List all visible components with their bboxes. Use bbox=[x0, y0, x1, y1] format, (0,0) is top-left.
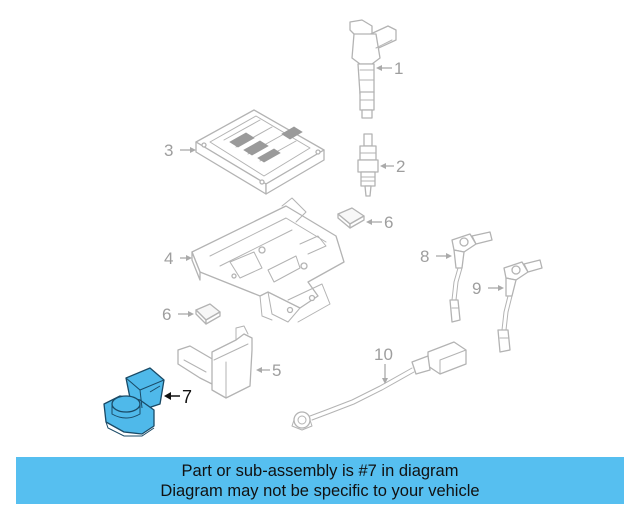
callout-3: 3 bbox=[164, 141, 196, 160]
callout-label-active: 7 bbox=[182, 387, 192, 407]
pad-part-upper[interactable] bbox=[337, 207, 365, 229]
ignition-coil-part[interactable] bbox=[349, 19, 397, 119]
callout-1: 1 bbox=[376, 59, 403, 78]
highlighted-part-7[interactable] bbox=[103, 367, 165, 437]
callout-label: 9 bbox=[472, 279, 481, 298]
callout-label: 6 bbox=[384, 213, 393, 232]
callout-label: 6 bbox=[162, 305, 171, 324]
knock-sensor-part-10[interactable] bbox=[291, 341, 467, 431]
callout-5: 5 bbox=[256, 361, 281, 380]
callout-8: 8 bbox=[420, 247, 452, 266]
callout-2: 2 bbox=[380, 157, 405, 176]
callout-label: 10 bbox=[374, 345, 393, 364]
callout-7: 7 bbox=[164, 387, 192, 407]
callout-6-lower: 6 bbox=[162, 305, 194, 324]
sensor-part-9[interactable] bbox=[497, 259, 543, 353]
sensor-part-8[interactable] bbox=[449, 231, 493, 323]
engine-control-module-part[interactable] bbox=[195, 109, 325, 195]
callout-9: 9 bbox=[472, 279, 504, 298]
callout-label: 8 bbox=[420, 247, 429, 266]
spark-plug-part[interactable] bbox=[357, 133, 379, 197]
pad-part-lower[interactable] bbox=[195, 303, 221, 325]
banner-line-2: Diagram may not be specific to your vehi… bbox=[160, 481, 480, 500]
info-banner: Part or sub-assembly is #7 in diagram Di… bbox=[16, 457, 624, 504]
callout-label: 2 bbox=[396, 157, 405, 176]
callout-label: 5 bbox=[272, 361, 281, 380]
mounting-bracket-part[interactable] bbox=[191, 197, 345, 323]
callout-label: 3 bbox=[164, 141, 173, 160]
callout-label: 4 bbox=[164, 249, 173, 268]
callout-label: 1 bbox=[394, 59, 403, 78]
banner-line-1: Part or sub-assembly is #7 in diagram bbox=[181, 461, 459, 480]
callout-4: 4 bbox=[164, 249, 192, 268]
callout-6-upper: 6 bbox=[366, 213, 393, 232]
cover-bracket-part[interactable] bbox=[177, 325, 253, 399]
callout-10: 10 bbox=[374, 345, 393, 384]
